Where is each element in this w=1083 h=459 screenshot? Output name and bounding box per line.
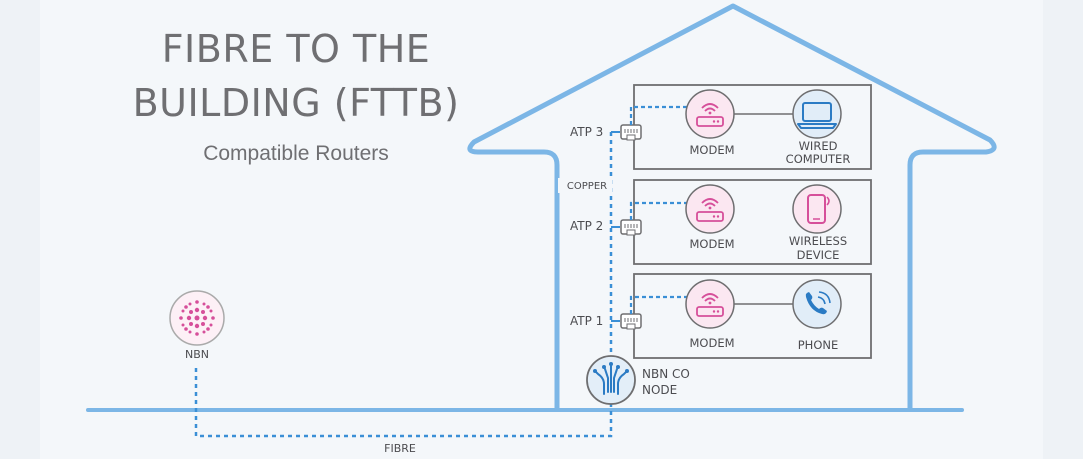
fibre-line [194,368,613,438]
phone-icon [792,279,842,329]
house-outline [467,3,997,410]
nbn-co-label-line2: NODE [642,383,677,397]
atp-label: ATP 3 [570,125,603,139]
right-margin-panel [1043,0,1083,459]
modem-icon [685,184,735,234]
atp-label: ATP 2 [570,219,603,233]
floor-panel: ATP 3 [570,84,872,170]
title-line-1: FIBRE TO THE [161,27,431,71]
modem-cable [629,295,690,314]
device-label-line2: DEVICE [797,248,840,262]
modem-label: MODEM [689,237,734,251]
modem-cable [629,105,690,125]
nbn-label: NBN [185,348,209,361]
device-label-line1: WIRELESS [789,234,847,248]
modem-icon [685,89,735,139]
device-label-line1: PHONE [798,338,839,352]
nbn-co-node-icon [586,355,636,405]
copper-label-backdrop [558,178,612,193]
floor-panel: ATP 2 [570,179,872,265]
device-label-line2: COMPUTER [786,152,851,166]
left-margin-panel [0,0,40,459]
laptop-icon [792,89,842,139]
smartphone-icon [792,184,842,234]
modem-label: MODEM [689,143,734,157]
wall-socket-icon [620,124,642,141]
nbn-co-label-line1: NBN CO [642,367,690,381]
fibre-label: FIBRE [384,442,416,455]
subtitle: Compatible Routers [203,142,389,165]
modem-label: MODEM [689,336,734,350]
device-label-line1: WIRED [799,139,838,153]
title-line-2: BUILDING (FTTB) [132,81,460,125]
wall-socket-icon [620,313,642,330]
copper-label: COPPER [567,181,607,192]
nbn-globe-icon [169,290,225,346]
modem-cable [629,201,690,220]
wall-socket-icon [620,219,642,236]
atp-label: ATP 1 [570,314,603,328]
floor-panel: ATP 1 [570,273,872,359]
modem-icon [685,279,735,329]
